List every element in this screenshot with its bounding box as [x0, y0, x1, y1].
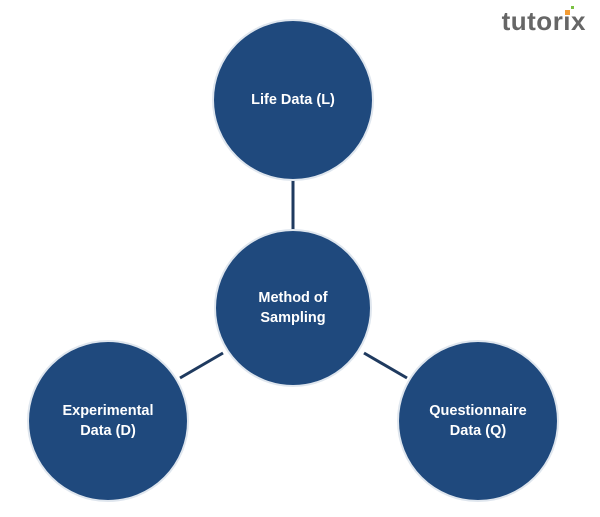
logo-dot: [565, 10, 570, 15]
node-label: Sampling: [260, 310, 326, 326]
logo-text: tutorix: [501, 6, 586, 36]
node-label: Questionnaire: [429, 403, 527, 419]
connector-right: [363, 351, 408, 380]
node-method-of-sampling: Method of Sampling: [214, 229, 372, 387]
logo-dot: [571, 6, 574, 9]
tutorix-logo: tutorix: [502, 6, 586, 37]
node-label: Data (D): [80, 423, 136, 439]
node-life-data: Life Data (L): [212, 19, 374, 181]
node-label: Method of: [258, 290, 328, 306]
node-label: Data (Q): [449, 423, 507, 439]
connector-left: [179, 351, 224, 380]
node-label: Experimental: [62, 403, 154, 419]
node-label: Life Data (L): [251, 92, 335, 108]
